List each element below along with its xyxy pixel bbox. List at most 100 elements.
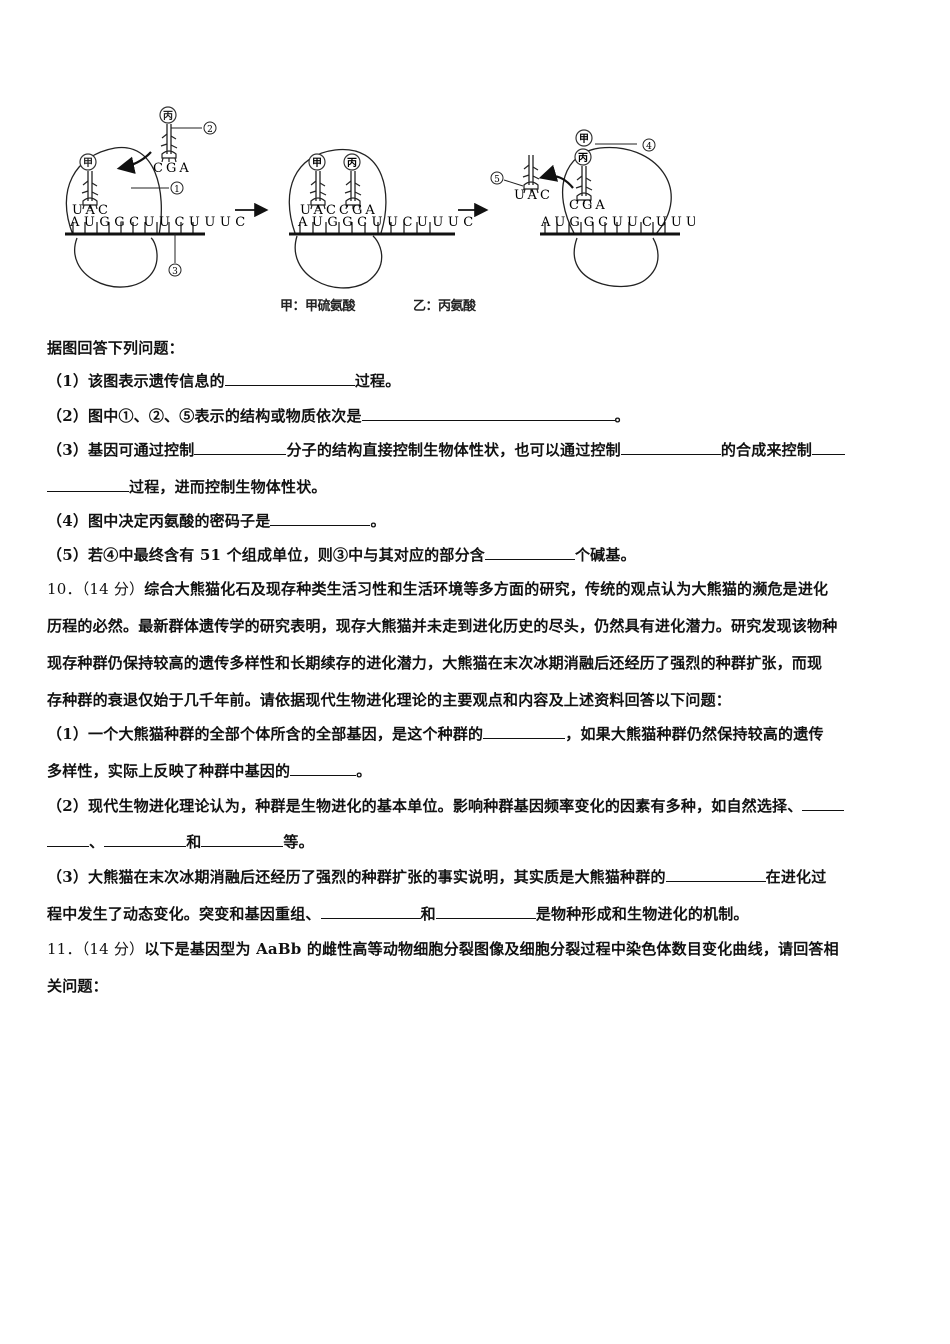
item-text: 的合成来控制 — [720, 441, 813, 459]
answer-blank[interactable] — [47, 477, 129, 492]
question-number: 10． — [47, 580, 82, 598]
marker-4: 4 — [646, 142, 652, 152]
q10-item-3: （3）大熊猫在末次冰期消融后还经历了强烈的种群扩张的事实说明，其实质是大熊猫种群… — [47, 866, 826, 887]
item-number: （1） — [47, 725, 89, 743]
trna-label-jia-2: 甲 — [312, 157, 322, 169]
item-text: 。 — [370, 512, 386, 530]
q10-item-1: （1）一个大熊猫种群的全部个体所含的全部基因，是这个种群的 ，如果大熊猫种群仍然保… — [47, 723, 824, 744]
item-number: （3） — [47, 868, 89, 886]
q10-item-1-cont: 多样性，实际上反映了种群中基因的 。 — [47, 760, 371, 781]
answer-blank[interactable] — [802, 796, 845, 811]
item-text: 大熊猫在末次冰期消融后还经历了强烈的种群扩张的事实说明，其实质是大熊猫种群的 — [88, 868, 666, 886]
item-text: 分子的结构直接控制生物体性状，也可以通过控制 — [286, 441, 621, 459]
panel-1: AUGGCUUCUUUC 甲 UAC 丙 CGA 2 1 3 — [65, 106, 250, 288]
item-number: （1） — [47, 372, 89, 390]
item-text: 多样性，实际上反映了种群中基因的 — [47, 762, 291, 780]
chain-bing: 丙 — [578, 152, 588, 164]
answer-blank[interactable] — [620, 440, 721, 455]
stem-text: 综合大熊猫化石及现存种类生活习性和生活环境等多方面的研究，传统的观点认为大熊猫的… — [144, 580, 829, 598]
item-number: （2） — [47, 407, 89, 425]
item-text: 现代生物进化理论认为，种群是生物进化的基本单位。影响种群基因频率变化的因素有多种… — [88, 797, 803, 815]
item-number: （2） — [47, 797, 89, 815]
anticodon-cga: CGA — [153, 161, 192, 176]
marker-5: 5 — [494, 175, 500, 185]
mrna-sequence-1: AUGGCUUCUUUC — [69, 215, 250, 230]
answer-blank[interactable] — [104, 832, 187, 847]
item-text: 一个大熊猫种群的全部个体所含的全部基因，是这个种群的 — [88, 725, 484, 743]
anticodon-uac-3: UAC — [514, 188, 553, 203]
item-text: 该图表示遗传信息的 — [88, 372, 225, 390]
q9-item-5: （5）若④中最终含有 51 个组成单位，则③中与其对应的部分含 个碱基。 — [47, 544, 636, 565]
item-text: 图中①、②、⑤表示的结构或物质依次是 — [88, 407, 362, 425]
q11-stem-line-1: 11．（14 分）以下是基因型为 AaBb 的雌性高等动物细胞分裂图像及细胞分裂… — [47, 938, 839, 959]
q10-stem-line-1: 10．（14 分）综合大熊猫化石及现存种类生活习性和生活环境等多方面的研究，传统… — [47, 578, 828, 599]
panel-2: AUGGCUUCUUUC 甲 丙 UAC CGA — [288, 148, 478, 289]
answer-blank[interactable] — [194, 440, 287, 455]
item-text: 、 — [89, 833, 105, 851]
marker-2: 2 — [207, 125, 213, 135]
q9-item-3: （3）基因可通过控制 分子的结构直接控制生物体性状，也可以通过控制 的合成来控制 — [47, 439, 846, 460]
item-text: 和 — [420, 905, 436, 923]
q9-item-3-cont: 过程，进而控制生物体性状。 — [47, 476, 327, 497]
anticodon-cga-2: CGA — [339, 203, 378, 218]
translation-diagram-svg: AUGGCUUCUUUC 甲 UAC 丙 CGA 2 1 3 — [65, 106, 695, 289]
item-text: 。 — [614, 407, 630, 425]
anticodon-uac-2: UAC — [300, 203, 339, 218]
item-text: 程中发生了动态变化。突变和基因重组、 — [47, 905, 321, 923]
item-number: （3） — [47, 441, 89, 459]
q10-item-3-cont: 程中发生了动态变化。突变和基因重组、 和 是物种形成和生物进化的机制。 — [47, 903, 749, 924]
item-text: 。 — [356, 762, 372, 780]
answer-blank[interactable] — [435, 904, 536, 919]
mrna-sequence-2: AUGGCUUCUUUC — [297, 215, 478, 230]
item-text: 图中决定丙氨酸的密码子是 — [88, 512, 271, 530]
q9-item-4: （4）图中决定丙氨酸的密码子是 。 — [47, 510, 386, 531]
legend-yi: 乙：丙氨酸 — [413, 299, 476, 314]
stem-text: 以下是基因型为 AaBb 的雌性高等动物细胞分裂图像及细胞分裂过程中染色体数目变… — [144, 940, 839, 958]
item-text: 和 — [186, 833, 202, 851]
q10-item-2-cont: 、 和 等。 — [47, 831, 314, 852]
q10-stem-line-3: 现存种群仍保持较高的遗传多样性和长期续存的进化潜力，大熊猫在末次冰期消融后还经历… — [47, 654, 823, 672]
trna-label-bing: 丙 — [163, 110, 173, 122]
item-text: ，如果大熊猫种群仍然保持较高的遗传 — [565, 725, 824, 743]
q10-item-2: （2）现代生物进化理论认为，种群是生物进化的基本单位。影响种群基因频率变化的因素… — [47, 795, 845, 816]
anticodon-cga-3: CGA — [569, 198, 608, 213]
prompt-text: 据图回答下列问题： — [47, 339, 184, 357]
answer-blank[interactable] — [665, 867, 766, 882]
marker-3: 3 — [172, 267, 178, 277]
item-text: 是物种形成和生物进化的机制。 — [535, 905, 749, 923]
item-text: 基因可通过控制 — [88, 441, 195, 459]
chain-jia: 甲 — [579, 133, 589, 145]
trna-label-jia: 甲 — [83, 157, 93, 169]
marker-1: 1 — [174, 185, 180, 195]
answer-blank[interactable] — [361, 406, 615, 421]
q10-stem-line-4: 存种群的衰退仅始于几千年前。请依据现代生物进化理论的主要观点和内容及上述资料回答… — [47, 691, 732, 709]
q9-item-1: （1）该图表示遗传信息的 过程。 — [47, 370, 400, 391]
item-text: 过程。 — [354, 372, 401, 390]
answer-blank[interactable] — [270, 511, 371, 526]
answer-blank[interactable] — [320, 904, 421, 919]
item-text: 若④中最终含有 51 个组成单位，则③中与其对应的部分含 — [88, 546, 485, 564]
answer-blank[interactable] — [290, 761, 357, 776]
anticodon-uac: UAC — [72, 203, 111, 218]
panel-3: AUGGCUUCUUUC 甲 丙 CGA 4 UAC 5 — [490, 129, 695, 288]
answer-blank[interactable] — [812, 440, 846, 455]
translation-diagram: AUGGCUUCUUUC 甲 UAC 丙 CGA 2 1 3 — [55, 100, 695, 320]
answer-blank[interactable] — [484, 545, 575, 560]
item-text: 等。 — [283, 833, 314, 851]
answer-blank[interactable] — [224, 371, 355, 386]
answer-blank[interactable] — [47, 832, 89, 847]
answer-blank[interactable] — [201, 832, 284, 847]
q11-stem-line-2: 关问题： — [47, 977, 108, 995]
item-number: （4） — [47, 512, 89, 530]
item-text: 过程，进而控制生物体性状。 — [129, 478, 327, 496]
legend-jia: 甲：甲硫氨酸 — [280, 299, 356, 314]
q9-item-2: （2）图中①、②、⑤表示的结构或物质依次是 。 — [47, 405, 630, 426]
q10-stem-line-2: 历程的必然。最新群体遗传学的研究表明，现存大熊猫并未走到进化历史的尽头，仍然具有… — [47, 617, 838, 635]
item-text: 在进化过 — [765, 868, 827, 886]
question-number: 11． — [47, 940, 82, 958]
item-number: （5） — [47, 546, 89, 564]
answer-blank[interactable] — [483, 724, 566, 739]
question-points: （14 分） — [81, 580, 145, 598]
trna-label-bing-2: 丙 — [347, 157, 357, 169]
item-text: 个碱基。 — [574, 546, 636, 564]
